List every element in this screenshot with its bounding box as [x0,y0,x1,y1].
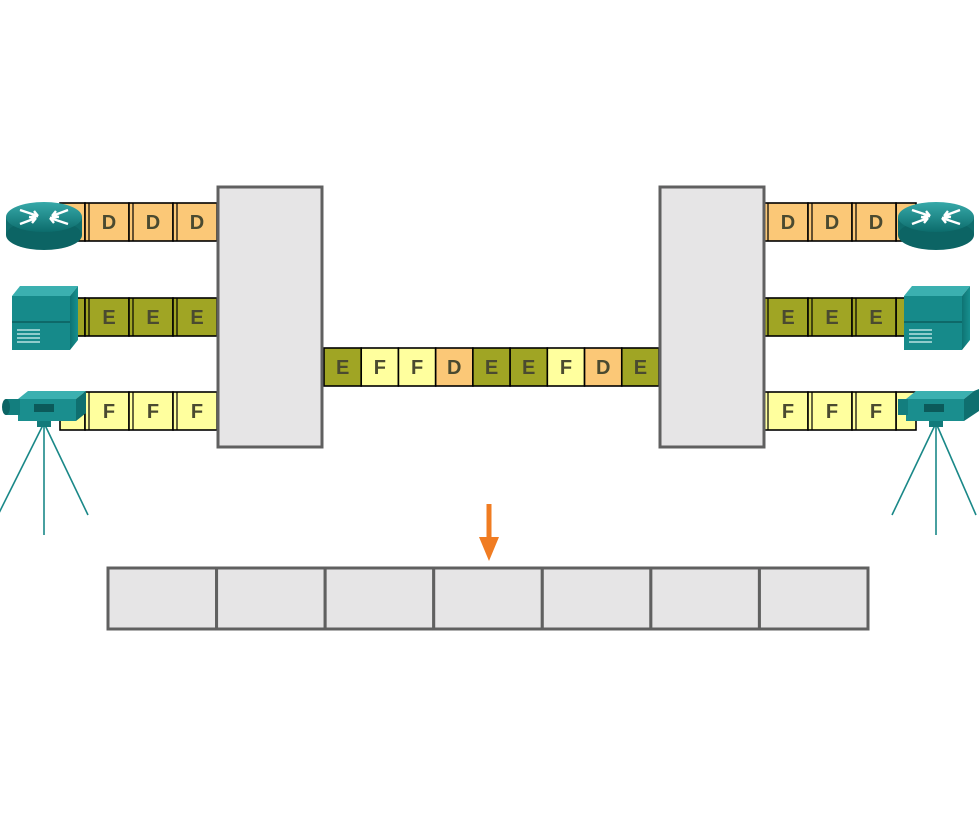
packet-label: E [781,307,794,329]
packet-label: E [869,307,882,329]
link-cell: E [509,347,549,387]
packet-cell: F [851,391,897,431]
right-output-streams: D D D E E E F F F [763,202,917,431]
down-arrow [479,504,499,561]
link-cell-label: D [447,357,461,379]
packet-cell: F [84,391,130,431]
link-cell-label: F [560,357,572,379]
link-cell: E [620,347,660,387]
router-icon [898,202,974,250]
time-slot-frame [106,566,870,631]
packet-cell: E [172,297,218,337]
time-slot [432,566,544,631]
packet-label: E [825,307,838,329]
packet-label: F [103,401,115,423]
packet-label: F [147,401,159,423]
link-cell: E [323,347,363,387]
link-cell-label: E [336,357,349,379]
demultiplexer-box [658,185,766,449]
link-cell-label: E [485,357,498,379]
packet-cell: E [84,297,130,337]
packet-label: D [825,212,839,234]
server-icon [904,286,970,350]
link-cell: F [397,347,437,387]
packet-cell: D [763,202,809,242]
time-slot [106,566,219,631]
link-cell-label: E [634,357,647,379]
packet-cell: E [851,297,897,337]
video-camera-icon [0,391,89,535]
packet-label: D [146,212,160,234]
link-cell: E [472,347,511,387]
time-slot [323,566,436,631]
packet-cell: F [763,391,809,431]
link-cell: D [434,347,474,387]
time-slot [757,566,870,631]
link-cell: D [583,347,623,387]
link-cell-label: D [596,357,610,379]
packet-cell: F [172,391,218,431]
left-input-streams: D D D E E E F F F [59,202,218,431]
packet-label: D [869,212,883,234]
packet-label: E [102,307,115,329]
time-slot [649,566,761,631]
link-cell-label: E [522,357,535,379]
video-camera-icon [891,389,979,535]
router-icon [6,202,82,250]
packet-label: D [190,212,204,234]
packet-label: F [826,401,838,423]
packet-cell: F [128,391,174,431]
packet-cell: E [807,297,853,337]
packet-cell: F [807,391,853,431]
packet-label: D [102,212,116,234]
server-icon [12,286,78,350]
packet-cell: E [128,297,174,337]
link-cell-label: F [411,357,423,379]
packet-cell: D [128,202,174,242]
link-cell-label: F [374,357,386,379]
time-slot [215,566,327,631]
packet-cell: E [763,297,809,337]
packet-label: F [191,401,203,423]
packet-cell: D [84,202,130,242]
packet-label: D [781,212,795,234]
packet-cell: D [851,202,897,242]
packet-cell: D [172,202,218,242]
link-cell: F [546,347,586,387]
packet-label: E [146,307,159,329]
packet-label: E [190,307,203,329]
multiplexer-box [216,185,324,449]
packet-label: F [870,401,882,423]
time-slot [540,566,653,631]
link-cell: F [360,347,400,387]
packet-label: F [782,401,794,423]
packet-cell: D [807,202,853,242]
